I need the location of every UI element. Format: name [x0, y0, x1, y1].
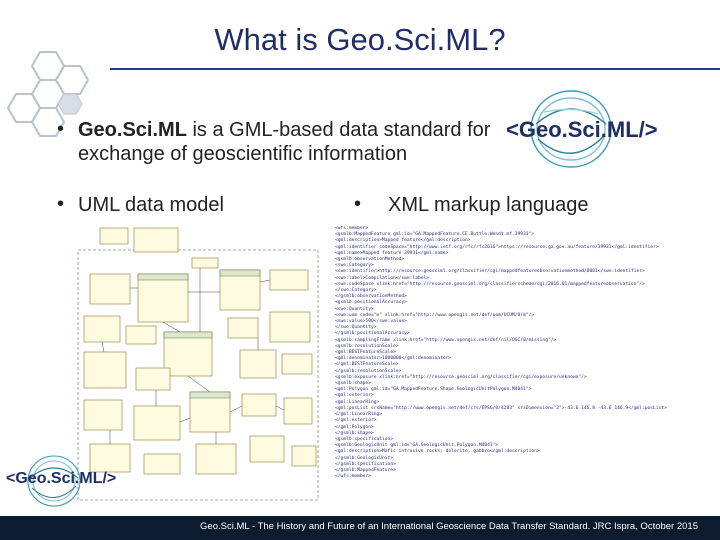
- xml-line: <gml:description>Mapped feature</gml:des…: [335, 238, 471, 244]
- logo-text-bottom: <Geo.Sci.ML/>: [6, 470, 117, 487]
- xml-line: </gml:Polygon>: [335, 424, 374, 430]
- xml-line: <gsmlb:observationMethod>: [335, 257, 405, 263]
- title-underline: [110, 68, 720, 70]
- xml-line: <swe:Category>: [335, 263, 374, 269]
- xml-line: <gsmlb:GeologicUnit gml:id="GA.GeologicU…: [335, 443, 499, 449]
- xml-line: </gml:BESTFeatureScale>: [335, 362, 399, 368]
- xml-line: <swe:uom code="m" xlink:href="http://www…: [335, 312, 535, 318]
- xml-line: <swe:codeSpace xlink:href="http://resour…: [335, 281, 645, 287]
- hexagon-decoration: [6, 51, 90, 137]
- xml-line: <gsmlb:positionalAccuracy>: [335, 300, 407, 306]
- bullet-marker-3: •: [354, 193, 362, 215]
- xml-line: <gsmlb:exposure xlink:href="http://resou…: [335, 374, 587, 380]
- bullet-geosciml-definition: Geo.Sci.ML is a GML-based data standard …: [78, 118, 508, 166]
- xml-line: </gml:exterior>: [335, 418, 377, 424]
- xml-line: <gml:BESTFeatureScale>: [335, 350, 396, 356]
- xml-line: <gml:LinearRing>: [335, 399, 380, 405]
- xml-line: <gml:name>Mapped feature 39931</gml:name…: [335, 250, 449, 256]
- xml-line: </swe:Category>: [335, 288, 377, 294]
- bullet-marker-1: •: [57, 118, 65, 140]
- xml-line: <gml:identifier codeSpace="http://www.ie…: [335, 244, 659, 250]
- xml-line: <gml:posList srsName="http://www.opengis…: [335, 405, 667, 411]
- xml-line: </swe:Quantity>: [335, 325, 377, 331]
- geosciml-logo-top: <Geo.Sci.ML/>: [506, 84, 676, 174]
- xml-line: <gsmlb:resolutionScale>: [335, 343, 399, 349]
- footer-bar: Geo.Sci.ML - The History and Future of a…: [0, 516, 720, 540]
- bullet-bold-term: Geo.Sci.ML: [78, 119, 187, 141]
- xml-line: </gsmlb:positionalAccuracy>: [335, 331, 410, 337]
- xml-line: <gsmlb:shape>: [335, 381, 371, 387]
- geosciml-logo-bottom: <Geo.Sci.ML/>: [4, 452, 134, 512]
- slide-title: What is Geo.Sci.ML?: [214, 22, 506, 57]
- xml-line: </gsmlb:MappedFeature>: [335, 467, 396, 473]
- xml-line: <gml:Polygon gml:id="GA.MappedFeature.Sh…: [335, 387, 532, 393]
- logo-text-top: <Geo.Sci.ML/>: [506, 117, 658, 142]
- bullet-text-line2: exchange of geoscientific information: [78, 143, 408, 165]
- xml-line: <swe:value>500</swe:value>: [335, 319, 407, 325]
- bullet-uml-data-model: UML data model: [78, 194, 224, 216]
- xml-line: <gsmlb:MappedFeature gml:id="GA.MappedFe…: [335, 232, 535, 238]
- footer-text: Geo.Sci.ML - The History and Future of a…: [200, 521, 698, 532]
- xml-line: <gml:exterior>: [335, 393, 374, 399]
- xml-line: </gsmlb:observationMethod>: [335, 294, 407, 300]
- xml-line: <swe:label>Compilation</swe:label>: [335, 275, 430, 281]
- xml-line: </gsmlb:shape>: [335, 430, 374, 436]
- uml-diagram-image: [60, 222, 332, 504]
- xml-line: </gsmlb:GeologicUnit>: [335, 455, 394, 461]
- xml-line: <swe:Quantity>: [335, 306, 374, 312]
- xml-line: <wfs:member>: [335, 226, 369, 231]
- xml-line: </gsmlb:resolutionScale>: [335, 368, 402, 374]
- logo-swirl-small-icon: [27, 455, 81, 507]
- bullet-xml-markup: XML markup language: [388, 194, 589, 216]
- xml-line: </gsmlb:specification>: [335, 461, 396, 467]
- bullet-text-rest: is a GML-based data standard for: [186, 119, 491, 141]
- xml-line: <swe:identifier>http://resource.geosciml…: [335, 269, 645, 275]
- xml-line: <gml:description>Mafic intrusive rocks; …: [335, 449, 540, 455]
- xml-line: <gml:denominator>1000000</gml:denominato…: [335, 356, 452, 362]
- xml-line: </wfs:member>: [335, 474, 371, 480]
- xml-line: <gsmlb:samplingFrame xlink:href="http://…: [335, 337, 557, 343]
- bullet-marker-2: •: [57, 193, 65, 215]
- xml-code-sample: <wfs:member> <gsmlb:MappedFeature gml:id…: [335, 226, 720, 516]
- logo-swirl-icon: [530, 90, 612, 168]
- xml-line: <gsmlb:specification>: [335, 436, 394, 442]
- xml-line: </gml:LinearRing>: [335, 412, 383, 418]
